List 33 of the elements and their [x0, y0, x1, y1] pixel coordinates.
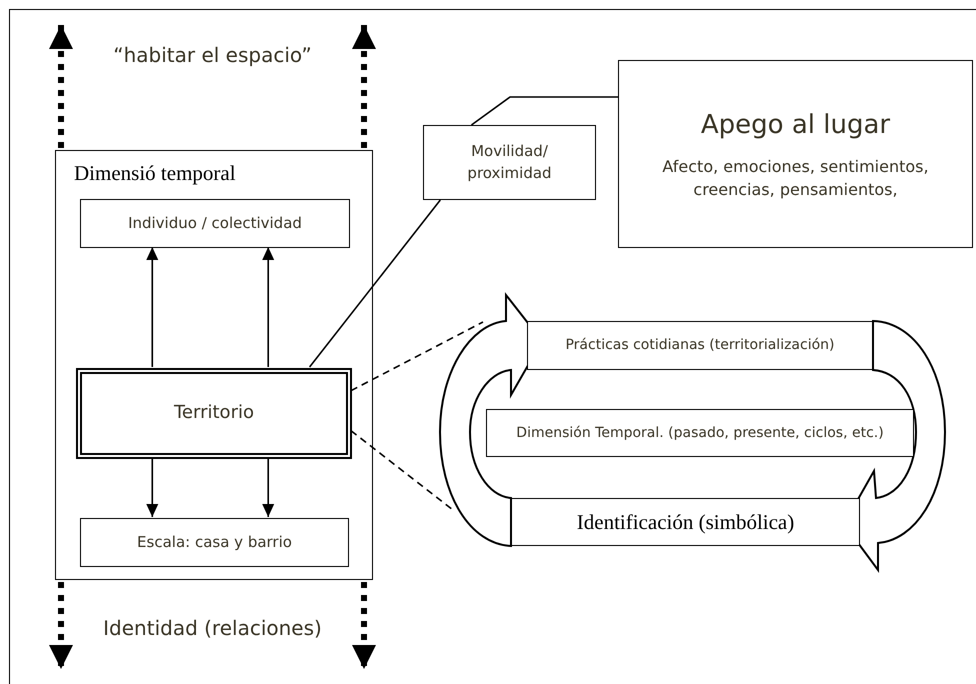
- box-label: Movilidad/ proximidad: [466, 140, 553, 184]
- process-box: [76, 368, 352, 459]
- box-label: Escala: casa y barrio: [136, 532, 293, 553]
- process-box: [80, 518, 349, 567]
- dotted-arrow: [352, 25, 376, 148]
- dotted-arrow: [352, 582, 376, 669]
- process-box: [423, 125, 596, 200]
- group-title: Dimensió temporal: [74, 161, 236, 186]
- annotation-text: Identidad (relaciones): [102, 616, 323, 640]
- process-box: [486, 409, 914, 457]
- dotted-arrow: [49, 582, 73, 669]
- arrow: [262, 458, 274, 517]
- annotation-text: “habitar el espacio”: [112, 43, 313, 67]
- box-heading: Apego al lugar: [700, 108, 892, 142]
- connector-line: [308, 200, 441, 368]
- process-box: [80, 199, 350, 248]
- process-box: [527, 321, 873, 370]
- box-label: Identificación (simbólica): [576, 508, 796, 536]
- arrow: [146, 458, 158, 517]
- process-box: [618, 60, 973, 248]
- process-box: [511, 498, 860, 546]
- arrow: [262, 247, 274, 367]
- box-label: Prácticas cotidianas (territorialización): [564, 336, 836, 356]
- dashed-line: [350, 430, 454, 511]
- group-box: [55, 150, 373, 580]
- box-label: Afecto, emociones, sentimientos, creencias, pensamientos,: [661, 156, 930, 201]
- connector-line: [470, 96, 618, 126]
- box-label: Territorio: [173, 401, 255, 426]
- box-label: Individuo / colectividad: [127, 212, 303, 234]
- arrow: [146, 247, 158, 367]
- dashed-line: [350, 321, 484, 392]
- dotted-arrow: [49, 25, 73, 148]
- box-label: Dimensión Temporal. (pasado, presente, ciclos, etc.): [515, 424, 885, 443]
